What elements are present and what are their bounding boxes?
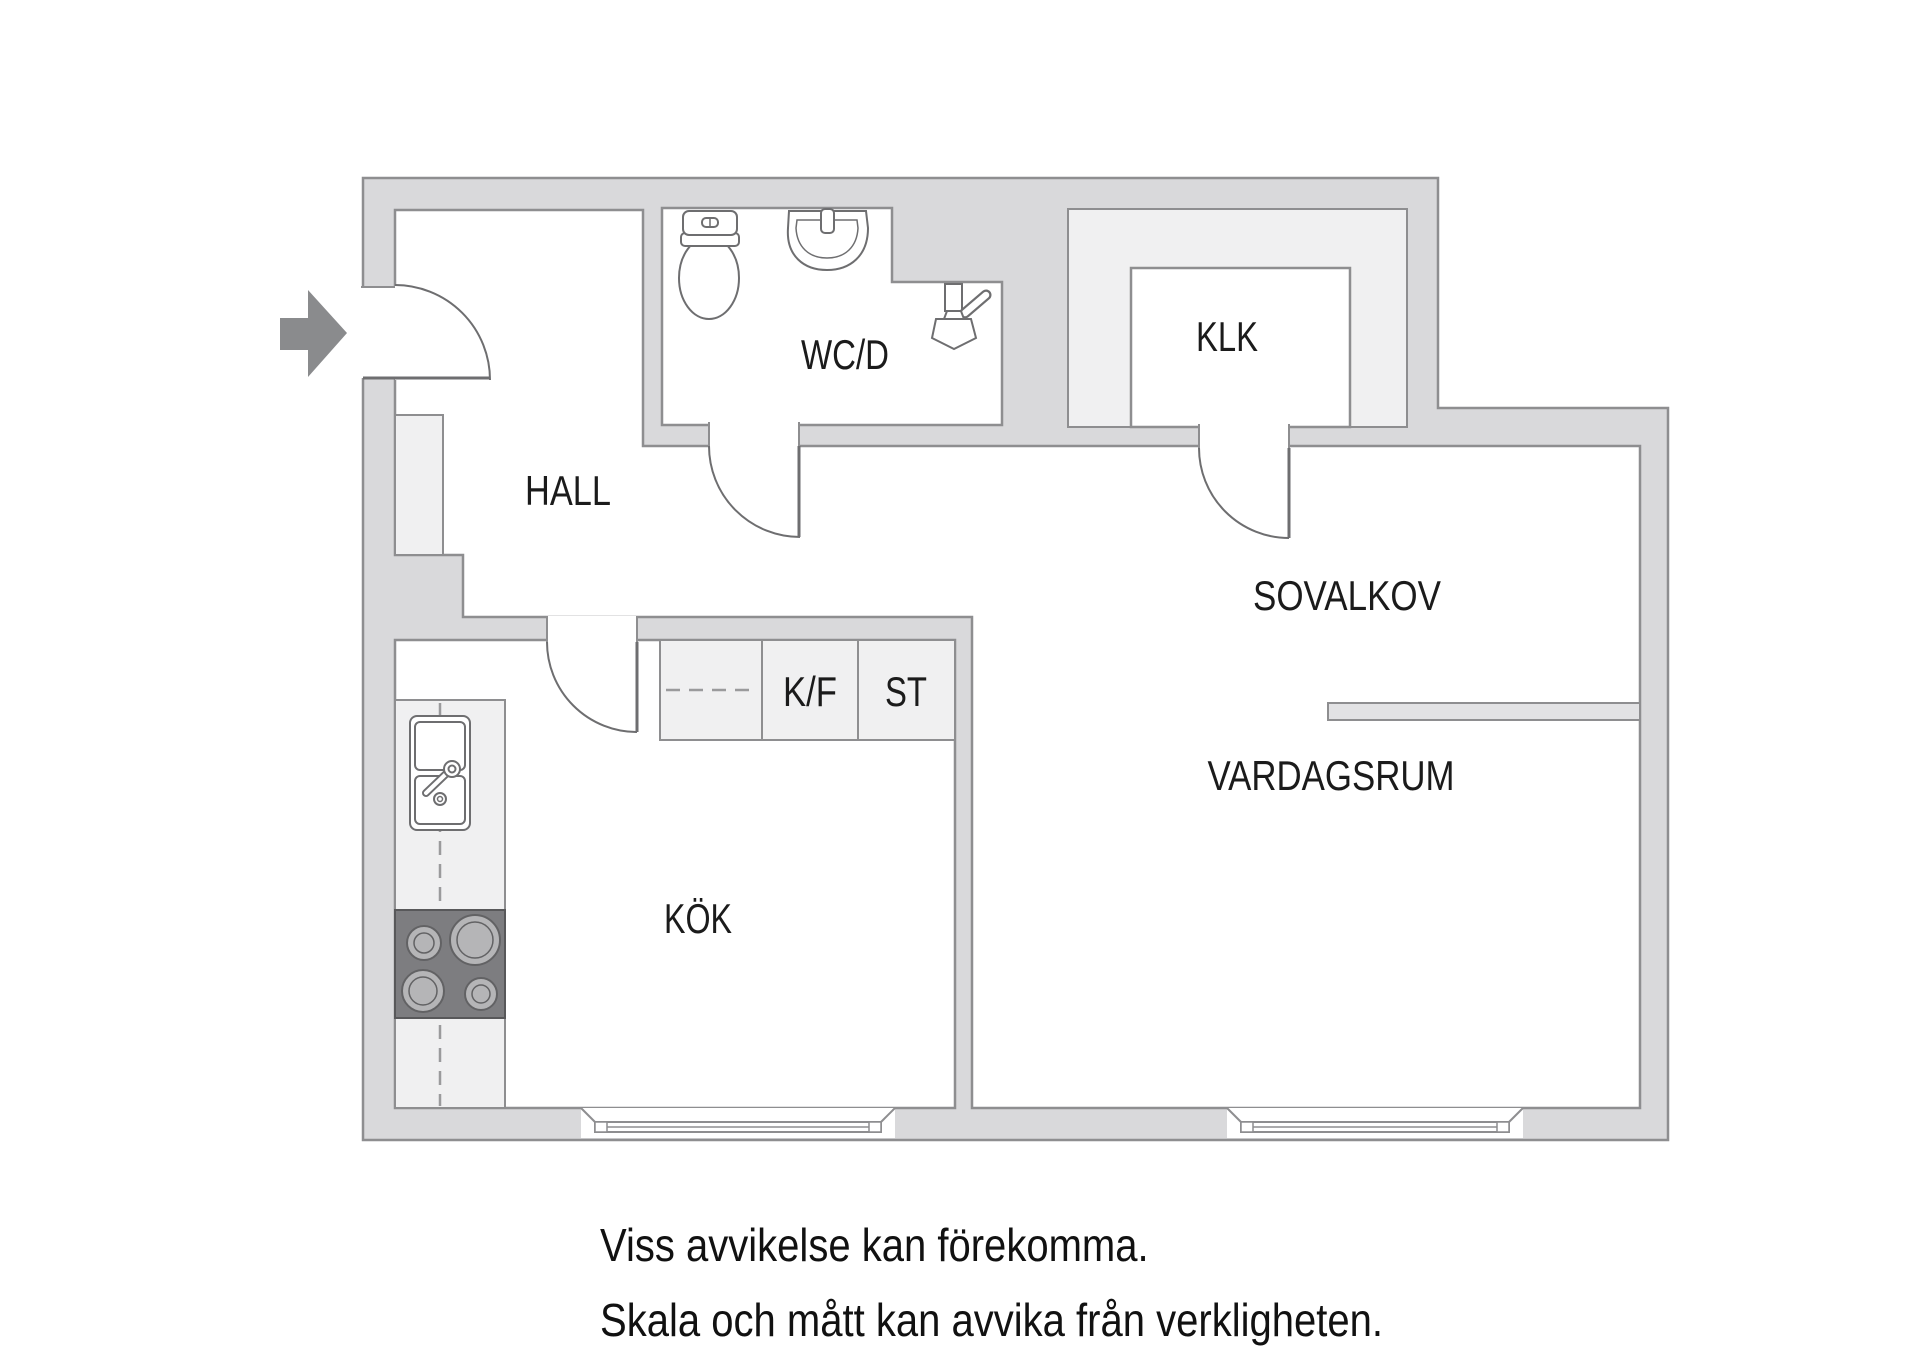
- room-wcd: [660, 206, 1004, 427]
- stove-burner-ring-2: [456, 921, 494, 959]
- kitchen-sink-basin-top: [414, 721, 466, 771]
- shower-handle-fill: [961, 291, 990, 317]
- counter-box-st: [857, 639, 956, 741]
- stove-burner-3: [401, 969, 445, 1013]
- sovalkov-divider-wall: [1327, 702, 1641, 721]
- entry-door-arc: [394, 284, 491, 381]
- window-livingroom-cap-left: [1240, 1121, 1254, 1133]
- window-livingroom-jamb-left: [1226, 1107, 1242, 1123]
- kitchen-drain-dot: [436, 795, 444, 803]
- stove-burner-ring-3: [408, 976, 438, 1006]
- klk-door-swing: [1199, 448, 1289, 538]
- entry-door-gap: [361, 287, 396, 378]
- label-vardagsrum: VARDAGSRUM: [1208, 752, 1455, 799]
- stove-burner-1: [406, 925, 442, 961]
- kok-door-swing: [547, 642, 637, 732]
- label-st: ST: [885, 668, 927, 715]
- disclaimer-line-2: Skala och mått kan avvika från verklighe…: [600, 1294, 1384, 1346]
- window-livingroom-cap-right: [1496, 1121, 1510, 1133]
- klk-door-arc: [1198, 447, 1290, 539]
- label-wcd: WC/D: [801, 331, 889, 378]
- shower-head: [930, 318, 978, 351]
- disclaimer-line-1: Viss avvikelse kan förekomma.: [600, 1219, 1149, 1271]
- room-klk-inner: [1129, 266, 1352, 429]
- label-hall: HALL: [525, 467, 611, 514]
- entry-door-swing: [395, 285, 490, 380]
- wcd-door-gap: [709, 422, 799, 448]
- label-klk: KLK: [1196, 313, 1258, 360]
- kitchen-drain: [433, 792, 447, 806]
- toilet-icon: [678, 236, 740, 320]
- label-kf: K/F: [783, 668, 837, 715]
- klk-door-gap: [1199, 424, 1289, 449]
- window-kitchen-jamb-right: [880, 1107, 896, 1123]
- disclaimer-text: Viss avvikelse kan förekomma. Skala och …: [600, 1208, 1383, 1357]
- hall-wardrobe: [394, 414, 444, 556]
- wc-sink-faucet: [820, 208, 835, 234]
- wcd-door-arc: [708, 445, 801, 538]
- shower-neck: [942, 310, 966, 320]
- window-kitchen-cap-left: [594, 1121, 608, 1133]
- entry-arrow-icon: [280, 290, 347, 377]
- label-kok: KÖK: [664, 895, 732, 942]
- wc-sink-inner: [795, 219, 859, 259]
- window-kitchen-jamb-left: [580, 1107, 596, 1123]
- counter-box-kf: [761, 639, 859, 741]
- kitchen-faucet-dot: [447, 764, 457, 774]
- shower-icon: [944, 283, 963, 312]
- label-sovalkov: SOVALKOV: [1253, 572, 1441, 619]
- kok-door-arc: [546, 641, 638, 733]
- stove-burner-4: [464, 977, 498, 1011]
- stove-burner-ring-4: [471, 984, 491, 1004]
- kitchen-faucet-base: [443, 760, 461, 778]
- stove-burner-ring-1: [413, 932, 435, 954]
- kitchen-faucet-spout-fill: [424, 770, 450, 795]
- wcd-door-swing: [709, 446, 800, 537]
- kok-door-gap: [547, 616, 637, 643]
- wc-sink-icon: [786, 210, 870, 272]
- window-kitchen-cap-right: [868, 1121, 882, 1133]
- window-livingroom-jamb-right: [1508, 1107, 1524, 1123]
